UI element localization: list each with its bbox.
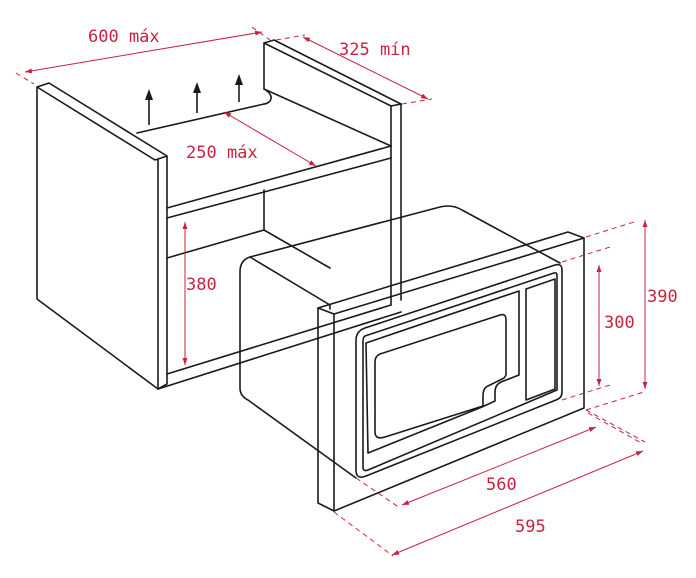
microwave-door [355,263,563,478]
label-595: 595 [515,517,546,537]
vent-arrow-icon [145,89,153,125]
vent-arrow-icon [235,74,243,102]
cabinet-right-panel [263,39,402,306]
microwave-window [374,313,507,439]
cabinet-niche-bottom [157,304,402,390]
microwave-body [239,205,561,479]
dimension-appliance-width: 560 [355,412,644,509]
dimension-frame-width: 595 [333,409,646,557]
dimension-niche-height: 380 [182,222,217,365]
cabinet-left-panel [36,82,168,390]
cabinet [36,39,402,390]
cabinet-back-edge [136,88,272,134]
dimension-frame-height: 390 [585,220,678,411]
dimension-shelf-depth: 250 máx [186,111,317,167]
microwave [239,205,585,512]
microwave-control-panel [525,278,556,401]
label-390: 390 [647,287,678,307]
label-300: 300 [604,313,635,333]
dimension-cabinet-depth: 325 mín [275,34,433,105]
label-325-min: 325 mín [339,40,411,60]
label-600-max: 600 máx [88,27,160,47]
dimension-appliance-height: 300 [561,246,635,401]
label-560: 560 [486,475,517,495]
label-380: 380 [186,275,217,295]
vent-arrow-icon [193,82,201,113]
ventilation-arrows [145,74,243,125]
microwave-trim-frame [317,231,585,512]
dimension-cabinet-width: 600 máx [15,26,271,85]
label-250-max: 250 máx [186,143,258,163]
